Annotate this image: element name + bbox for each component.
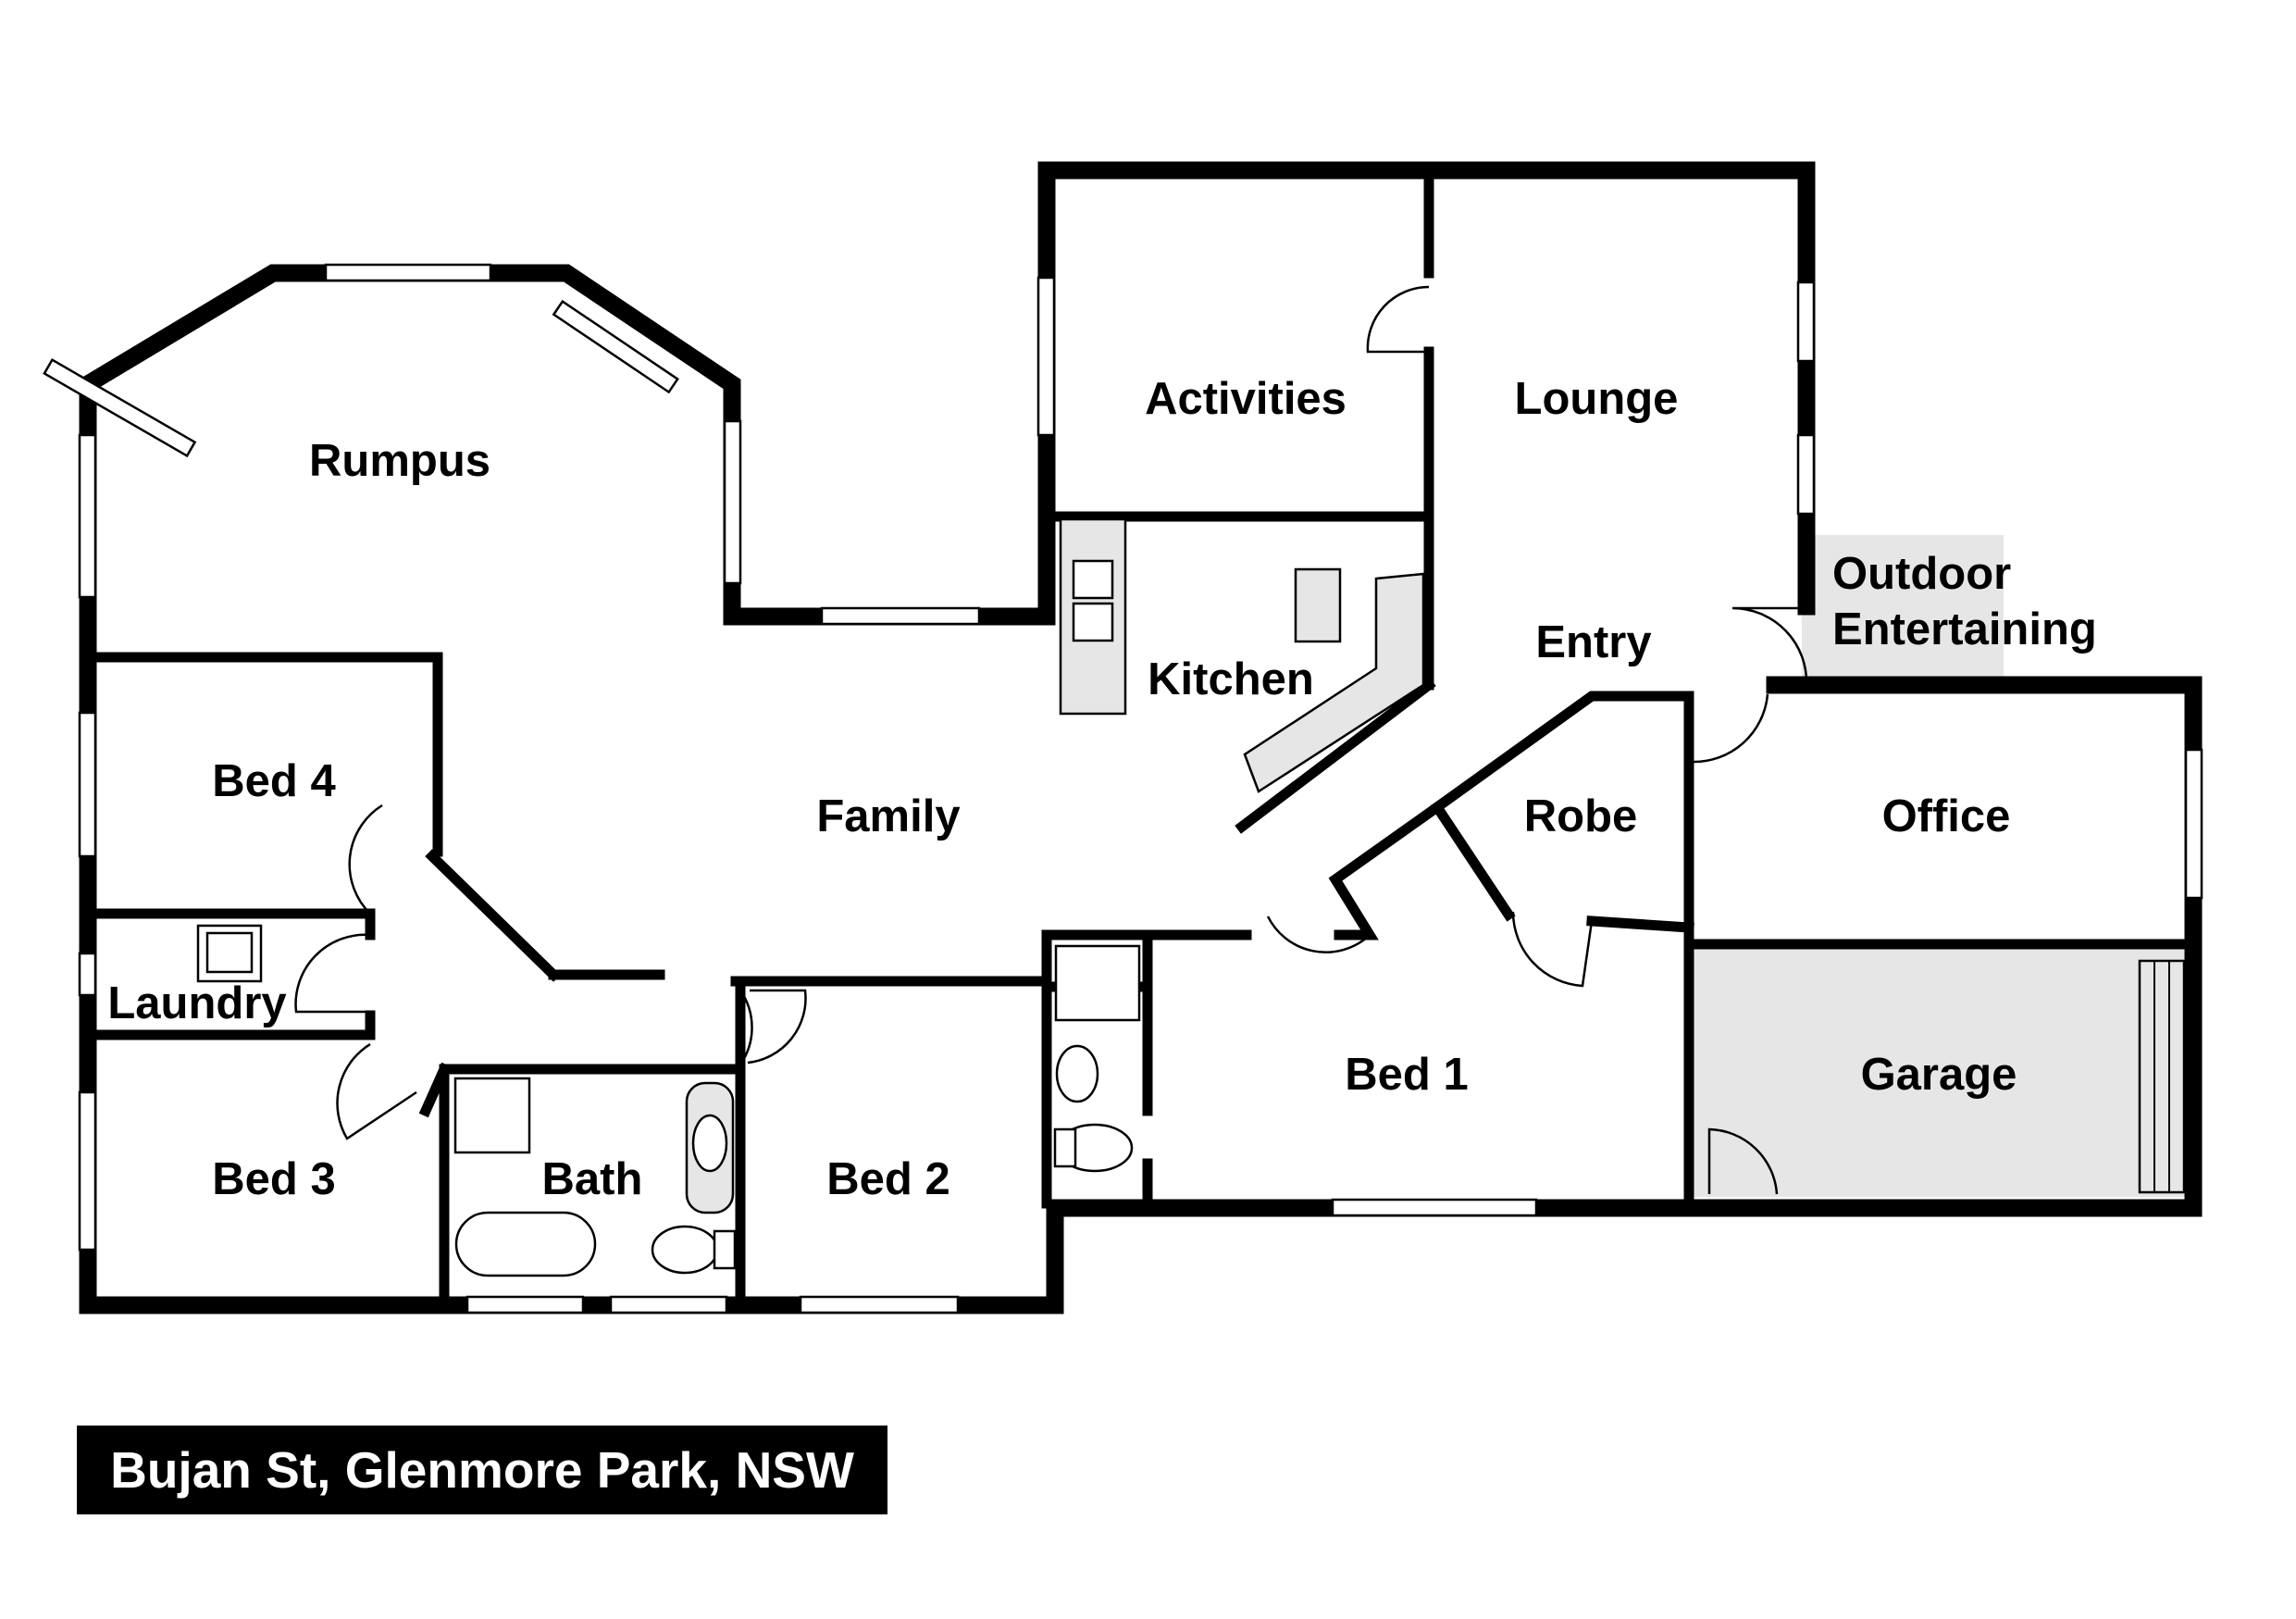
doors: [294, 285, 1808, 1195]
label-bed2: Bed 2: [826, 1154, 949, 1204]
label-family: Family: [816, 791, 960, 841]
kitchen-l-bench: [1243, 572, 1425, 793]
basin-icon: [691, 1114, 728, 1173]
shower-icon: [453, 1077, 531, 1154]
shower-icon: [1054, 944, 1141, 1022]
label-outdoor-line2: Entertaining: [1832, 604, 2097, 654]
basin-icon: [1055, 1044, 1099, 1103]
garage-floor: [1684, 949, 2189, 1197]
label-bath: Bath: [542, 1154, 643, 1204]
kitchen-island: [1294, 567, 1342, 643]
label-bed4: Bed 4: [212, 756, 335, 806]
room-labels: Rumpus Activities Lounge Outdoor Enterta…: [107, 374, 2096, 1204]
windows: [43, 263, 2203, 1314]
label-robe: Robe: [1524, 791, 1638, 841]
sink-icon: [1072, 559, 1114, 600]
caption-address: Bujan St, Glenmore Park, NSW: [110, 1441, 854, 1499]
sink-icon: [1072, 602, 1114, 642]
laundry-tub-icon: [205, 931, 254, 974]
label-rumpus: Rumpus: [309, 436, 490, 486]
label-bed3: Bed 3: [212, 1154, 335, 1204]
label-outdoor-line1: Outdoor: [1832, 549, 2011, 599]
label-garage: Garage: [1861, 1050, 2017, 1100]
toilet-cistern-icon: [1053, 1127, 1077, 1168]
fixtures: [196, 517, 2186, 1277]
label-entry: Entry: [1535, 617, 1651, 667]
label-activities: Activities: [1145, 374, 1347, 424]
caption-box: [77, 1426, 887, 1514]
label-laundry: Laundry: [107, 978, 286, 1028]
bathtub-icon: [454, 1211, 597, 1277]
label-bed1: Bed 1: [1345, 1050, 1468, 1100]
toilet-cistern-icon: [713, 1229, 737, 1270]
outdoor-entertaining-area: [1802, 535, 2004, 678]
label-kitchen: Kitchen: [1148, 654, 1314, 704]
garage-door: [2138, 959, 2186, 1194]
label-office: Office: [1882, 791, 2011, 841]
toilet-icon: [651, 1225, 719, 1275]
label-lounge: Lounge: [1515, 374, 1679, 424]
